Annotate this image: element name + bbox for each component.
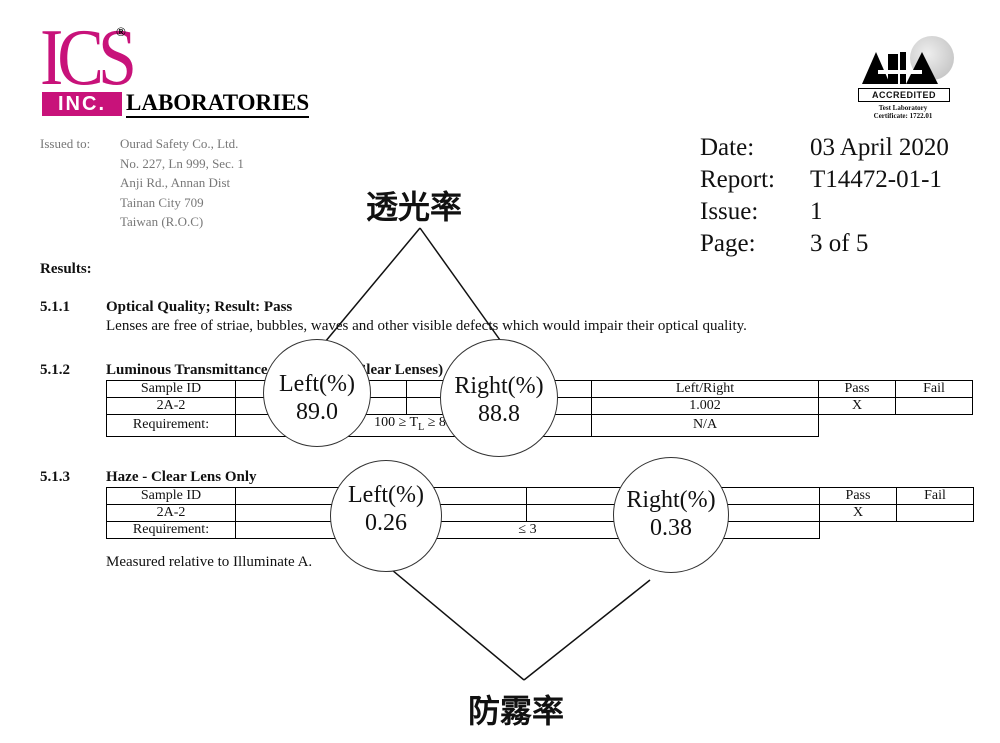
haze-right-circle: Right(%) 0.38: [613, 457, 729, 573]
circle-value: 0.38: [650, 515, 692, 541]
results-heading: Results:: [40, 261, 92, 277]
logo-mark: ICS: [40, 13, 137, 103]
registered-mark: ®: [116, 24, 126, 39]
table-row: Sample ID Pass Fail: [106, 487, 974, 505]
table-cell: 1.002: [591, 397, 819, 415]
accreditation-line2: Certificate: 1722.01: [873, 112, 933, 120]
table-cell: [895, 397, 973, 415]
section-number: 5.1.1: [40, 299, 70, 315]
report-label: Report:: [700, 166, 775, 193]
page-value: 3 of 5: [810, 230, 869, 257]
table-cell: [896, 504, 974, 522]
table-cell: Pass: [819, 487, 897, 505]
callout-line: [523, 579, 651, 681]
table-cell: Requirement:: [106, 414, 236, 437]
haze-note: Measured relative to Illuminate A.: [106, 554, 313, 570]
section-text: Lenses are free of striae, bubbles, wave…: [106, 318, 747, 334]
date-value: 03 April 2020: [810, 134, 949, 161]
circle-label: Right(%): [454, 373, 544, 399]
requirement-value: 100 ≥ T: [374, 415, 419, 430]
circle-value: 89.0: [296, 399, 338, 425]
circle-value: 0.26: [365, 510, 407, 536]
accredited-label: ACCREDITED: [858, 88, 950, 102]
address-line: Ourad Safety Co., Ltd.: [120, 136, 239, 151]
logo-inc: INC.: [42, 92, 122, 116]
callout-line: [309, 227, 421, 361]
section-number: 5.1.2: [40, 362, 70, 378]
address-line: Anji Rd., Annan Dist: [120, 175, 231, 190]
ics-logo: ICS ® INC. LABORATORIES: [40, 13, 310, 118]
logo-laboratories: LABORATORIES: [126, 90, 310, 118]
issue-value: 1: [810, 198, 823, 225]
date-label: Date:: [700, 134, 755, 161]
haze-left-circle: Left(%) 0.26: [330, 460, 442, 572]
callout-line: [379, 559, 525, 681]
circle-value: 88.8: [478, 401, 520, 427]
section-title: Optical Quality; Result: Pass: [106, 299, 293, 315]
circle-label: Left(%): [279, 371, 355, 397]
page-label: Page:: [700, 230, 756, 257]
issue-label: Issue:: [700, 198, 759, 225]
table-cell: Requirement:: [106, 521, 236, 539]
table-cell: Sample ID: [106, 487, 236, 505]
address-line: No. 227, Ln 999, Sec. 1: [120, 155, 244, 171]
address-line: Taiwan (R.O.C): [120, 214, 204, 229]
table-cell: N/A: [591, 414, 819, 437]
callout-line: [419, 227, 501, 341]
antifog-callout-label: 防霧率: [468, 692, 565, 730]
section-number: 5.1.3: [40, 469, 70, 485]
transmittance-left-circle: Left(%) 89.0: [263, 339, 371, 447]
table-cell: Pass: [818, 380, 896, 398]
requirement-subscript: L: [418, 421, 425, 433]
issued-to-label: Issued to:: [40, 136, 91, 151]
accreditation-line1: Test Laboratory: [878, 104, 928, 112]
issued-to-address: Ourad Safety Co., Ltd. No. 227, Ln 999, …: [120, 134, 244, 232]
table-cell: Fail: [896, 487, 974, 505]
transmittance-callout-label: 透光率: [366, 188, 463, 226]
address-line: Tainan City 709: [120, 194, 204, 210]
a2la-logo-icon: [862, 52, 938, 84]
section-title: Haze - Clear Lens Only: [106, 469, 257, 485]
circle-label: Right(%): [626, 487, 716, 513]
transmittance-right-circle: Right(%) 88.8: [440, 339, 558, 457]
report-value: T14472-01-1: [810, 166, 942, 193]
circle-label: Left(%): [348, 482, 424, 508]
accreditation-badge: ACCREDITED Test Laboratory Certificate: …: [848, 36, 958, 126]
